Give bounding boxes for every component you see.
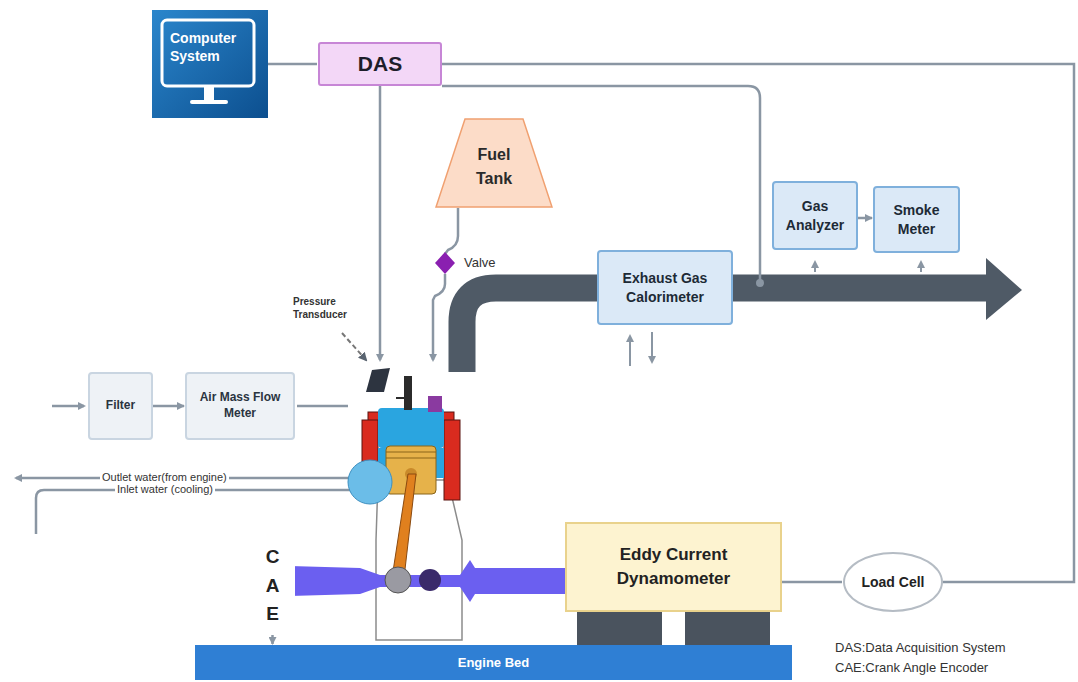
node-text: Load Cell: [861, 574, 924, 590]
filter-box: Filter: [88, 372, 153, 440]
legend-note: CAE:Crank Angle Encoder: [835, 660, 988, 675]
node-text: C A E: [263, 543, 282, 629]
node-text: DAS: [358, 52, 402, 76]
node-text: Engine Bed: [458, 655, 530, 670]
node-text: Fuel Tank: [464, 143, 524, 191]
crank-angle-encoder: C A E: [250, 537, 295, 635]
node-text: Gas Analyzer: [780, 197, 850, 235]
connector: [782, 581, 842, 584]
calorimeter-box: Exhaust Gas Calorimeter: [597, 250, 733, 325]
gas-analyzer-box: Gas Analyzer: [772, 181, 858, 250]
load-cell: Load Cell: [843, 552, 943, 612]
connector: [153, 405, 184, 408]
connector: [268, 63, 317, 66]
dynamometer-box: Eddy Current Dynamometer: [565, 522, 782, 612]
fuel-tank: Fuel Tank: [435, 118, 553, 208]
node-text: Exhaust Gas Calorimeter: [610, 269, 720, 307]
monitor-icon: [152, 10, 268, 118]
flow-meter-box: Air Mass Flow Meter: [185, 372, 295, 440]
water-label: Inlet water (cooling): [115, 483, 215, 496]
transducer-label: Pressure Transducer: [293, 296, 363, 321]
engine-bed: Engine Bed: [195, 645, 792, 680]
smoke-meter-box: Smoke Meter: [873, 186, 960, 253]
node-text: Filter: [94, 398, 147, 414]
node-text: Air Mass Flow Meter: [191, 390, 289, 421]
valve-label: Valve: [464, 255, 496, 270]
node-text: Smoke Meter: [882, 201, 952, 239]
connector: [442, 64, 1074, 582]
node-text: Eddy Current Dynamometer: [589, 543, 759, 591]
connector: [271, 635, 274, 644]
das-box: DAS: [318, 42, 442, 86]
connector: [858, 217, 872, 220]
computer-icon: Computer System: [152, 10, 268, 118]
legend-note: DAS:Data Acquisition System: [835, 640, 1006, 655]
node-text: Computer System: [170, 30, 236, 65]
